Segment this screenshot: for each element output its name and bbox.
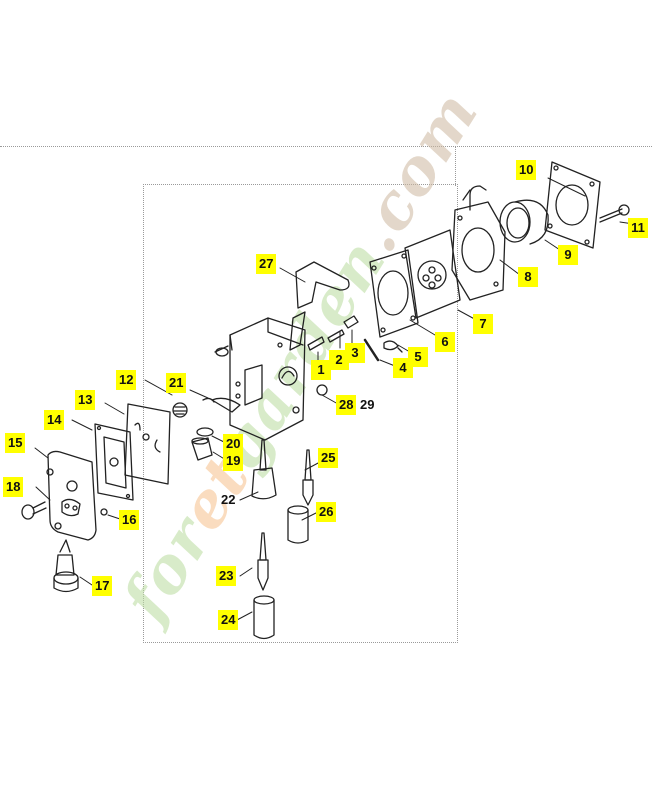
callout-7[interactable]: 7	[473, 314, 493, 334]
callout-15[interactable]: 15	[5, 433, 26, 453]
section-divider-line	[0, 146, 652, 147]
part-23-needle	[257, 532, 269, 591]
callout-5[interactable]: 5	[408, 347, 428, 367]
callout-14[interactable]: 14	[44, 410, 65, 430]
part-1-spring	[307, 336, 325, 351]
part-24-cap	[253, 595, 275, 640]
callout-11[interactable]: 11	[628, 218, 648, 238]
part-5-screw	[383, 340, 399, 351]
part-4-pin	[363, 338, 380, 362]
part-12-13-gasket	[124, 403, 171, 485]
carburetor-body-frame	[143, 184, 458, 643]
callout-24[interactable]: 24	[218, 610, 239, 630]
part-20-oring	[196, 427, 214, 437]
callout-21[interactable]: 21	[166, 373, 187, 393]
part-18-screw	[21, 501, 47, 520]
part-15-cover	[46, 450, 97, 541]
callout-8[interactable]: 8	[518, 267, 538, 287]
part-8-pump-body	[451, 185, 506, 301]
part-26-cap	[287, 505, 309, 544]
part-21-screen	[172, 402, 188, 418]
callout-2[interactable]: 2	[329, 350, 349, 370]
callout-16[interactable]: 16	[119, 510, 140, 530]
part-25-needle	[302, 449, 314, 506]
callout-27[interactable]: 27	[256, 254, 277, 274]
part-2-needle	[327, 329, 345, 343]
callout-3[interactable]: 3	[345, 343, 365, 363]
callout-25[interactable]: 25	[318, 448, 339, 468]
callout-23[interactable]: 23	[216, 566, 237, 586]
callout-20[interactable]: 20	[223, 434, 244, 454]
part-27-choke-lever	[289, 261, 350, 351]
callout-13[interactable]: 13	[75, 390, 96, 410]
label-29[interactable]: 29	[360, 397, 375, 412]
callout-1[interactable]: 1	[311, 360, 331, 380]
carburetor-body	[211, 317, 306, 441]
part-16-oring	[100, 508, 108, 516]
callout-12[interactable]: 12	[116, 370, 137, 390]
callout-26[interactable]: 26	[316, 502, 337, 522]
callout-28[interactable]: 28	[336, 395, 357, 415]
callout-9[interactable]: 9	[558, 245, 578, 265]
label-22[interactable]: 22	[221, 492, 236, 507]
callout-6[interactable]: 6	[435, 332, 455, 352]
part-6-gasket	[369, 249, 419, 338]
part-11-screw	[599, 204, 630, 223]
part-7-diaphragm	[404, 229, 461, 319]
callout-19[interactable]: 19	[223, 451, 244, 471]
frame-divider-line	[455, 146, 456, 186]
part-19-plug	[191, 437, 213, 461]
part-10-gasket	[544, 161, 601, 249]
part-28-nut	[316, 384, 328, 396]
callout-18[interactable]: 18	[3, 477, 24, 497]
part-21-clip	[202, 397, 215, 403]
callout-17[interactable]: 17	[92, 576, 113, 596]
part-17-knob	[53, 539, 79, 593]
callout-10[interactable]: 10	[516, 160, 537, 180]
part-3-lever	[343, 315, 359, 329]
part-22-needle	[251, 439, 277, 500]
part-9-cup	[499, 199, 549, 245]
part-14-gasket	[94, 423, 134, 501]
callout-4[interactable]: 4	[393, 358, 413, 378]
